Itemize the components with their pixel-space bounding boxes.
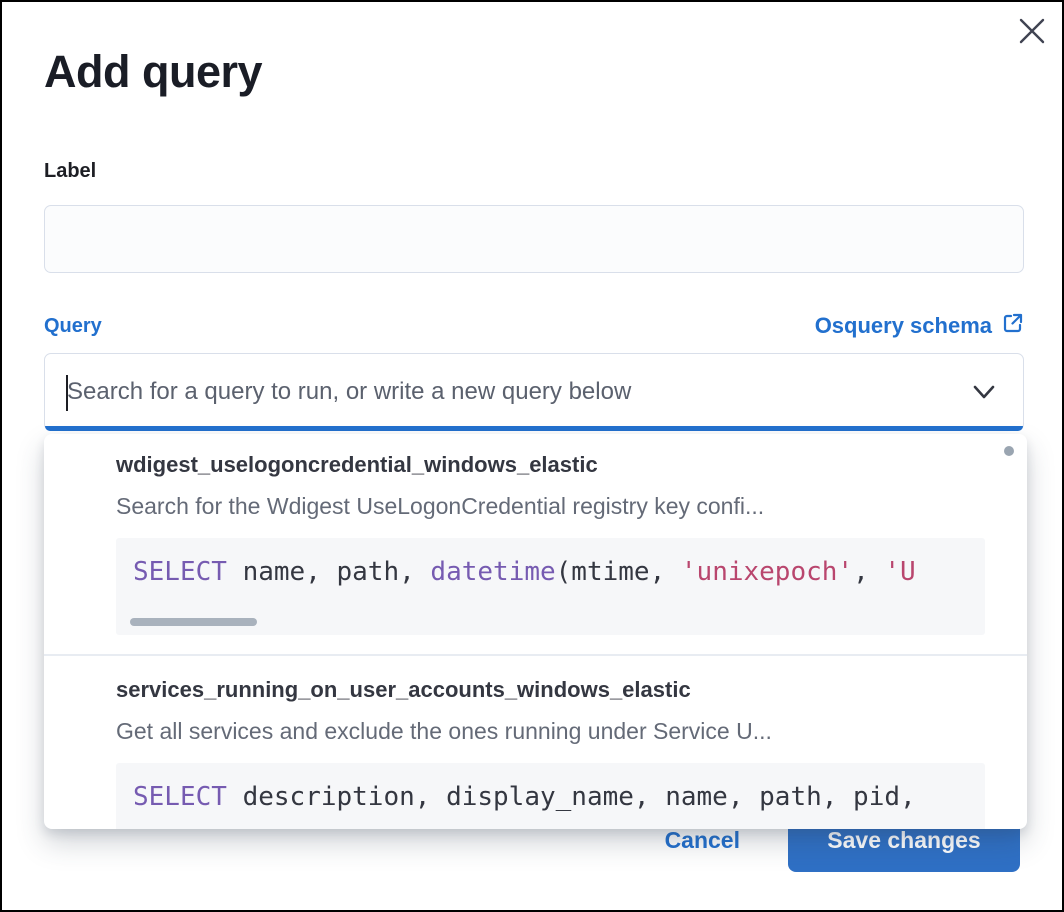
query-option-1[interactable]: wdigest_uselogoncredential_windows_elast… <box>44 434 1027 635</box>
horizontal-scrollbar-thumb[interactable] <box>130 618 257 626</box>
code-token: (mtime, <box>555 557 681 587</box>
focus-underline <box>45 426 1023 431</box>
code-token: 'U <box>884 557 916 587</box>
vertical-scrollbar-thumb[interactable] <box>1004 446 1014 456</box>
query-field-label: Query <box>44 314 102 337</box>
option-divider <box>44 654 1027 656</box>
query-option-2[interactable]: services_running_on_user_accounts_window… <box>44 656 1027 829</box>
close-button[interactable] <box>1016 16 1048 48</box>
code-token: , <box>853 557 885 587</box>
page-title: Add query <box>44 46 263 97</box>
external-link-icon <box>1002 312 1024 340</box>
label-field-label: Label <box>44 160 97 182</box>
option-title: wdigest_uselogoncredential_windows_elast… <box>116 452 598 477</box>
code-token: description, display_name, name, path, p… <box>226 782 916 812</box>
option-title: services_running_on_user_accounts_window… <box>116 677 691 702</box>
close-icon <box>1017 16 1047 49</box>
code-token: SELECT <box>133 557 227 587</box>
code-token: name, path, <box>226 557 431 587</box>
code-token: datetime <box>430 557 556 587</box>
option-description: Search for the Wdigest UseLogonCredentia… <box>116 493 765 519</box>
query-combobox <box>44 353 1024 431</box>
option-code-block: SELECT name, path, datetime(mtime, 'unix… <box>116 538 985 635</box>
query-search-input[interactable] <box>45 354 955 430</box>
query-suggestions-dropdown: wdigest_uselogoncredential_windows_elast… <box>44 434 1027 829</box>
option-code-block: SELECT description, display_name, name, … <box>116 763 985 829</box>
chevron-down-icon[interactable] <box>969 380 999 409</box>
text-caret <box>66 375 68 411</box>
code-token: 'unixepoch' <box>680 557 854 587</box>
option-description: Get all services and exclude the ones ru… <box>116 718 772 744</box>
query-row: Query Osquery schema <box>44 312 1024 340</box>
osquery-schema-link[interactable]: Osquery schema <box>815 312 1024 340</box>
cancel-button[interactable]: Cancel <box>664 826 740 853</box>
osquery-schema-link-label: Osquery schema <box>814 313 992 338</box>
label-input[interactable] <box>44 205 1024 273</box>
code-token: SELECT <box>133 782 227 812</box>
